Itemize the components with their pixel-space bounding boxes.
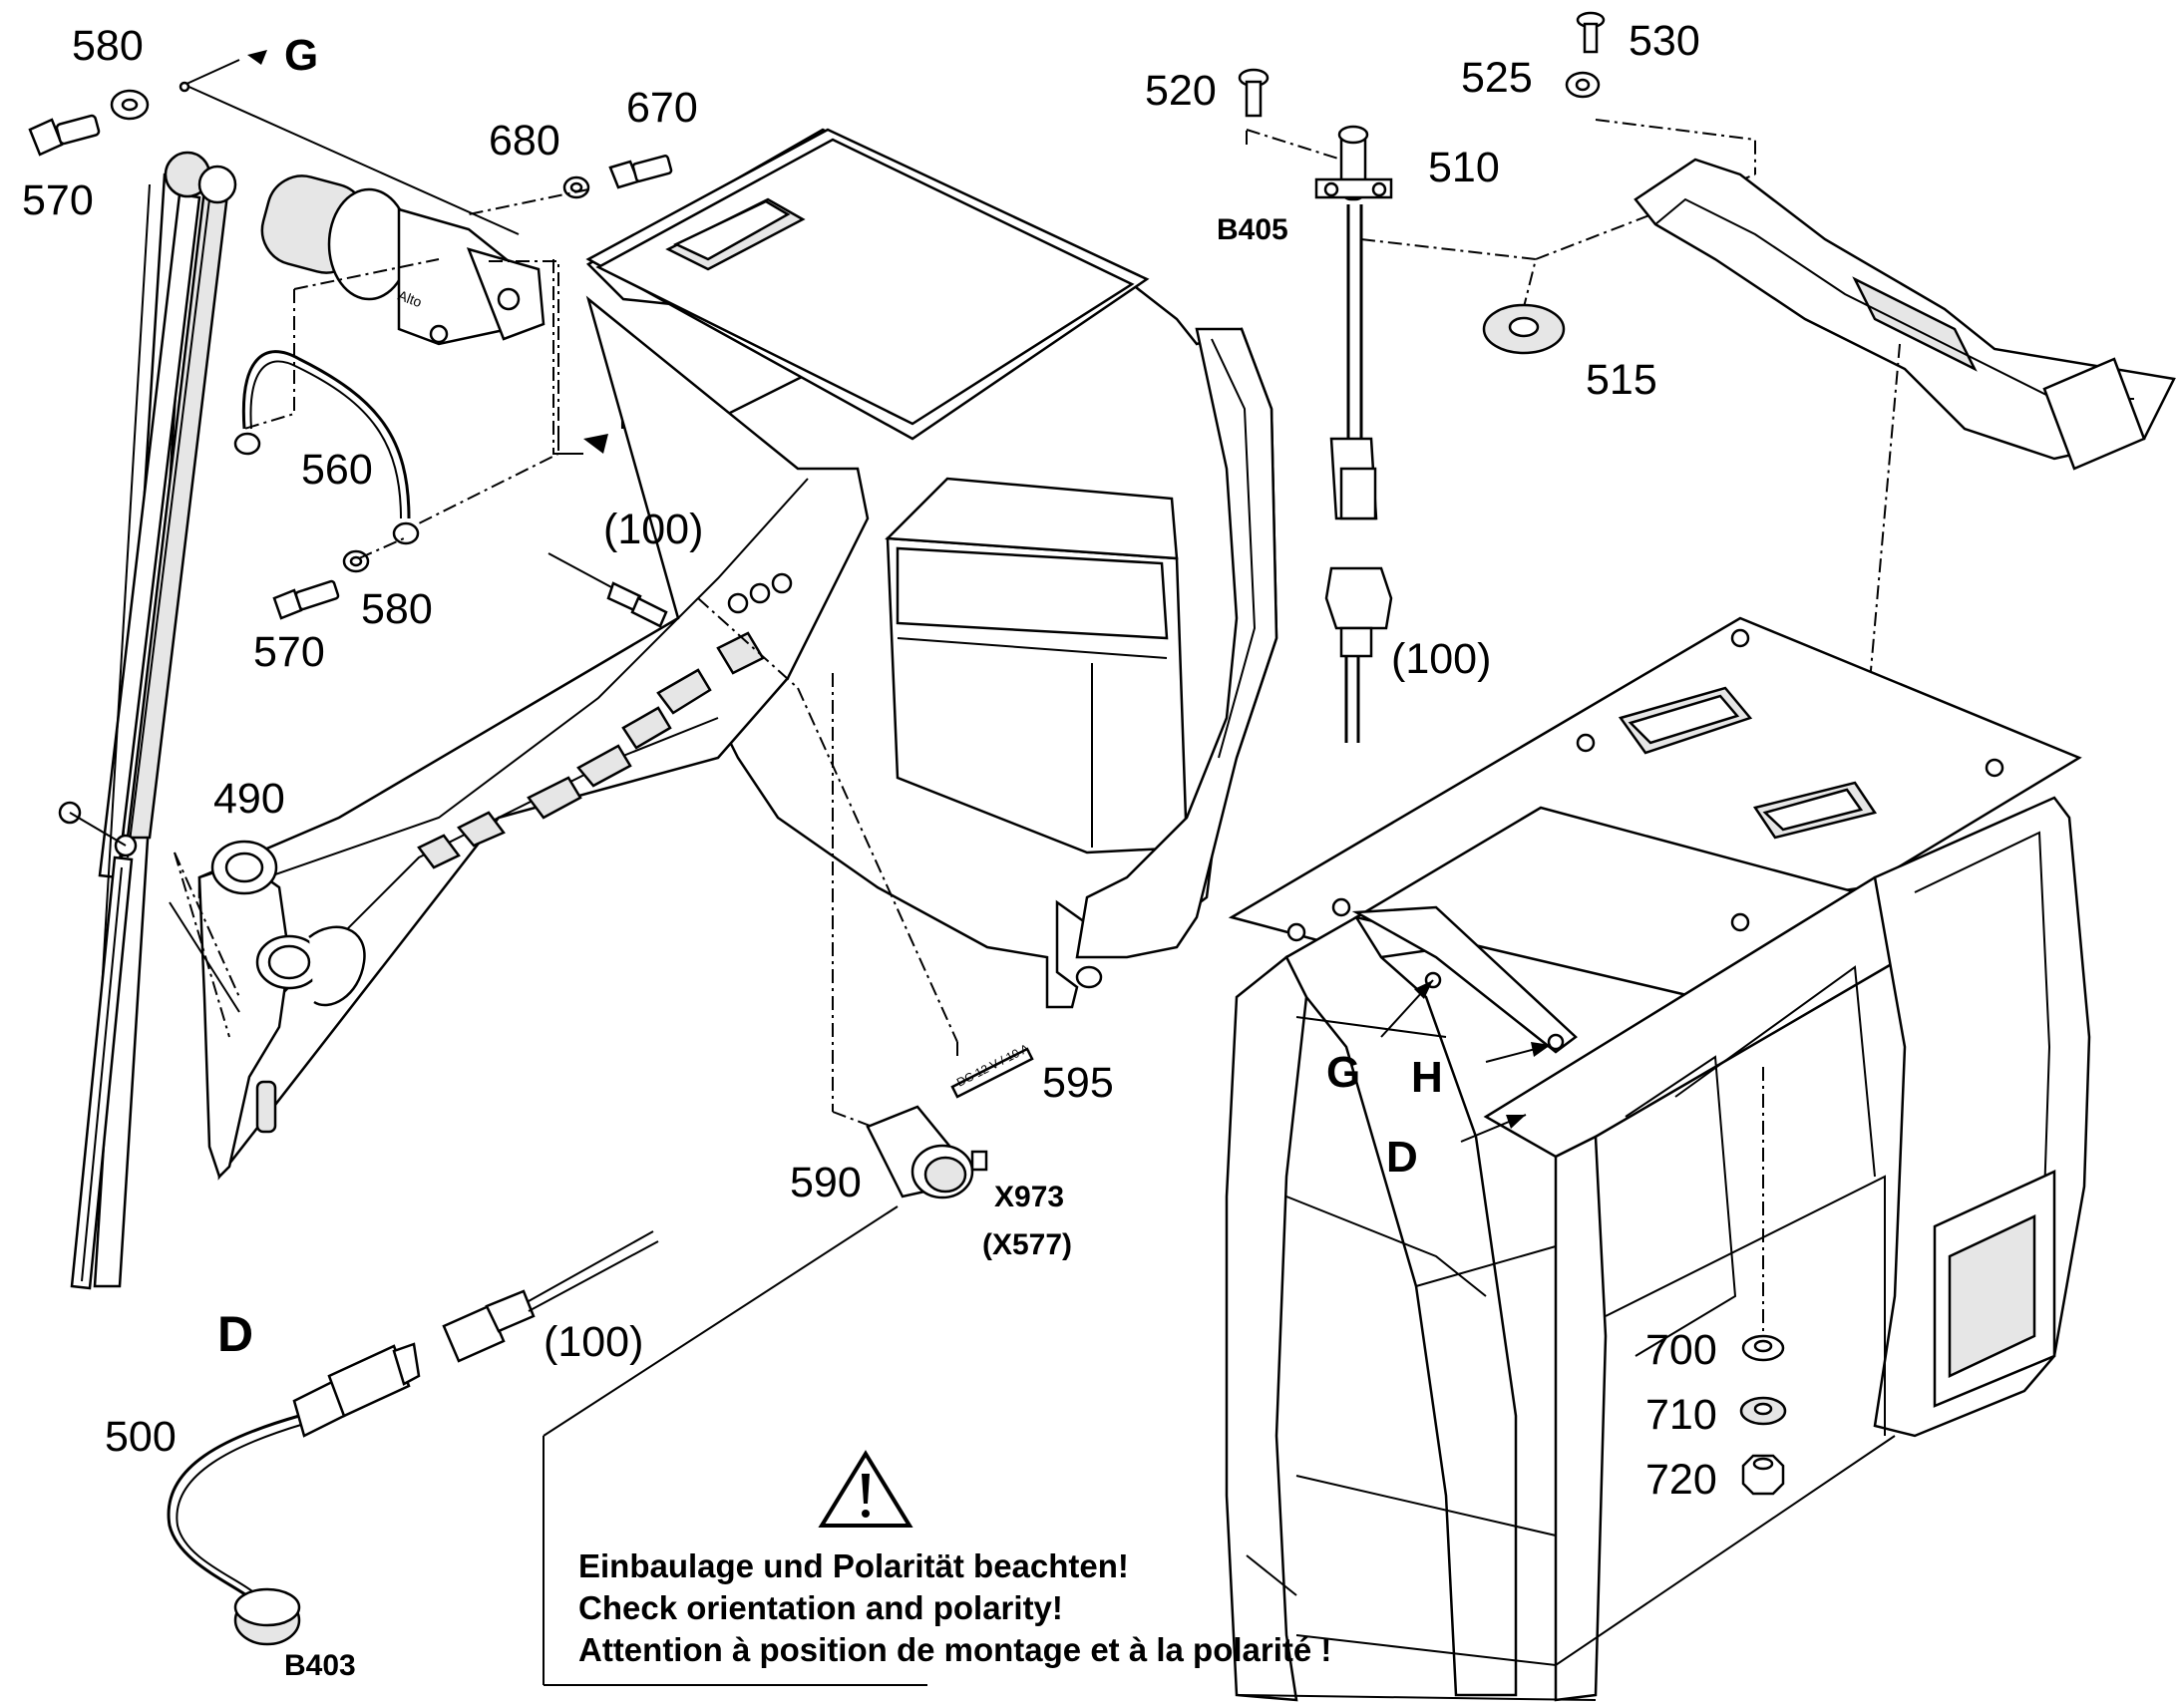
ground-cable-560 — [233, 350, 420, 545]
wiper-motor: Alto — [164, 151, 545, 346]
label-490: 490 — [213, 775, 285, 823]
label-680: 680 — [489, 117, 560, 165]
label-700: 700 — [1645, 1326, 1717, 1374]
warning-text-en: Check orientation and polarity! — [578, 1589, 1063, 1626]
sticker-595: DC 12 V / 10 A — [950, 1041, 1034, 1099]
label-100-b: (100) — [1391, 635, 1491, 683]
marker-g-cab: G — [1326, 979, 1434, 1097]
code-x577: (X577) — [982, 1228, 1072, 1261]
label-500: 500 — [105, 1413, 177, 1461]
washer-525 — [1565, 71, 1601, 99]
power-socket-590 — [543, 1105, 988, 1686]
wiper-arm-assembly: Alto — [58, 59, 545, 1290]
marker-h-cab: H — [1411, 1042, 1552, 1102]
label-595: 595 — [1042, 1059, 1114, 1107]
washer-580-bottom — [342, 549, 370, 573]
label-710: 710 — [1645, 1391, 1717, 1439]
code-b403: B403 — [284, 1649, 356, 1682]
cab-trim-panel — [197, 128, 1278, 1181]
warning-icon — [818, 1450, 913, 1528]
nut-720 — [1741, 1454, 1785, 1496]
washer-580-top — [110, 89, 150, 121]
marker-d-cab-label: D — [1386, 1133, 1418, 1182]
label-670: 670 — [626, 84, 698, 132]
wire-100-a — [547, 552, 668, 628]
cap-515 — [1482, 303, 1566, 355]
label-570-bottom: 570 — [253, 628, 325, 676]
svg-text:Alto: Alto — [396, 287, 424, 310]
sensor-b403-assembly — [167, 1230, 659, 1646]
label-515: 515 — [1586, 356, 1657, 404]
label-100-a: (100) — [603, 506, 703, 553]
label-520: 520 — [1145, 67, 1217, 115]
marker-g-top: G — [247, 31, 318, 80]
warning-text-de: Einbaulage und Polarität beachten! — [578, 1547, 1129, 1584]
marker-g-cab-label: G — [1326, 1048, 1360, 1097]
code-b405: B405 — [1217, 213, 1288, 246]
connector-100-b — [1324, 566, 1393, 743]
marker-h-cab-label: H — [1411, 1053, 1443, 1102]
code-x973: X973 — [994, 1181, 1064, 1213]
detail-d-label: D — [217, 1306, 253, 1362]
screw-530 — [1576, 11, 1606, 54]
lock-washer-710 — [1739, 1396, 1787, 1426]
grommet-490 — [210, 840, 278, 895]
label-530: 530 — [1629, 17, 1700, 65]
label-720: 720 — [1645, 1456, 1717, 1504]
washer-680 — [562, 175, 590, 199]
label-560: 560 — [301, 446, 373, 494]
marker-g-label: G — [284, 31, 318, 80]
marker-d-cab: D — [1386, 1114, 1527, 1182]
label-525: 525 — [1461, 54, 1533, 102]
screw-520 — [1238, 68, 1270, 118]
label-580-top: 580 — [72, 22, 144, 70]
bolt-570-bottom — [272, 579, 340, 620]
label-590: 590 — [790, 1159, 862, 1206]
sensor-b405-assembly — [1246, 119, 1756, 520]
bolt-670 — [608, 155, 673, 189]
warning-text-fr: Attention à position de montage et à la … — [578, 1631, 1331, 1668]
label-100-c: (100) — [544, 1318, 643, 1366]
label-570-top: 570 — [22, 176, 94, 224]
bolt-570-top — [28, 114, 101, 157]
label-510: 510 — [1428, 144, 1500, 191]
cab-frame — [1225, 616, 2091, 1702]
rear-bracket — [1634, 158, 2176, 471]
label-580-bottom: 580 — [361, 585, 433, 633]
washer-700 — [1741, 1334, 1785, 1362]
